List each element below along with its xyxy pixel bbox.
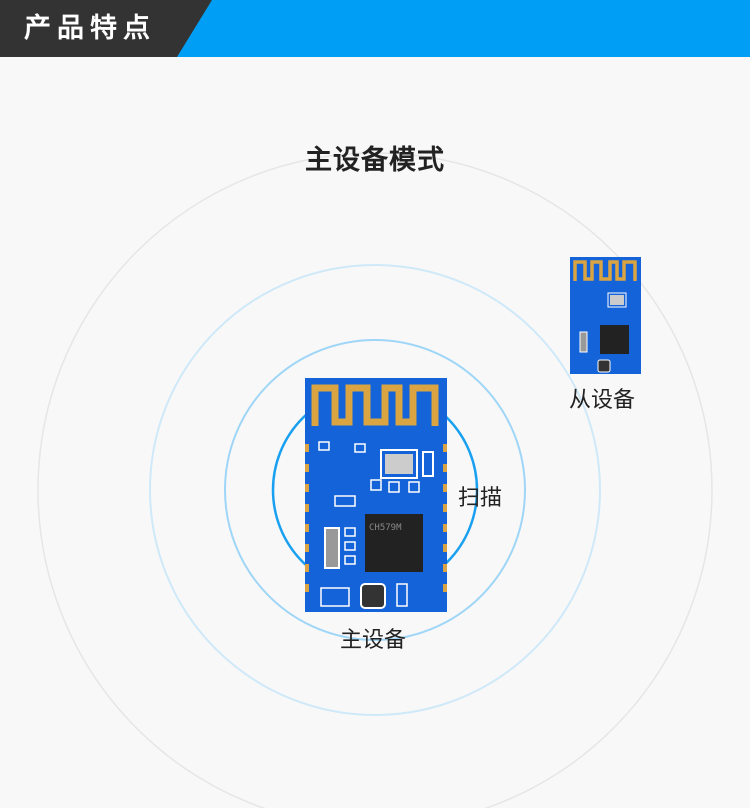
ring-4	[37, 152, 713, 808]
slave-module-image	[570, 257, 641, 374]
section-header: 产品特点	[0, 0, 750, 57]
ring-2	[224, 339, 526, 641]
ring-3	[149, 264, 601, 716]
header-dark-tab	[0, 0, 212, 57]
header-title: 产品特点	[24, 13, 156, 44]
main-title: 主设备模式	[305, 145, 445, 176]
main-chip	[365, 514, 423, 572]
master-label: 主设备	[340, 628, 407, 653]
scan-label: 扫描	[458, 486, 503, 511]
chip-marking: CH579M	[369, 523, 402, 533]
slave-label: 从设备	[569, 388, 636, 413]
master-module-image: CH579M	[305, 378, 447, 612]
signal-rings	[37, 152, 713, 808]
